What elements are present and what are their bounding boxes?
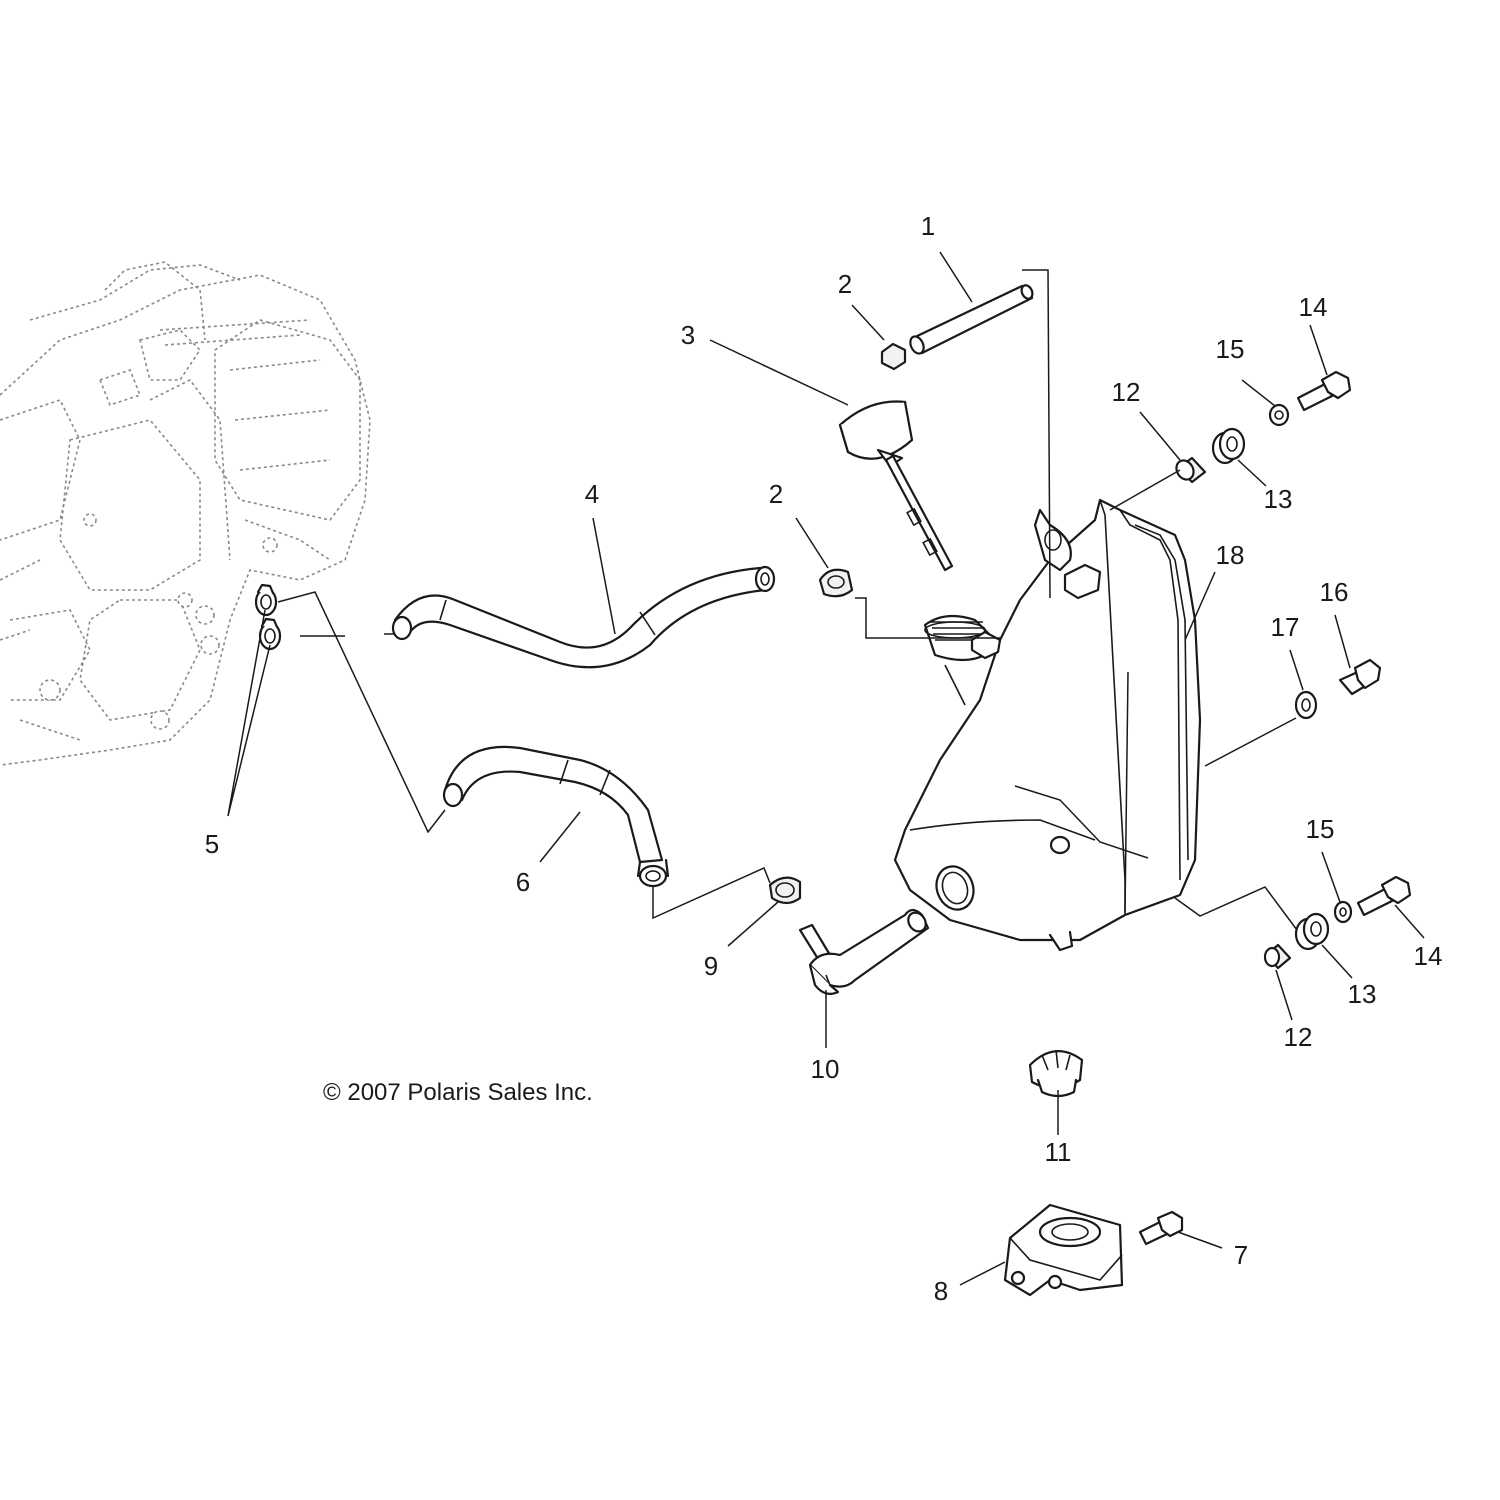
dipstick-3	[838, 400, 954, 572]
callout-10: 10	[811, 1054, 840, 1084]
callout-2-top: 2	[838, 269, 852, 299]
callout-15-top: 15	[1216, 334, 1245, 364]
hose-clamp-5a	[254, 583, 278, 617]
callout-8: 8	[934, 1276, 948, 1306]
callout-13-bottom: 13	[1348, 979, 1377, 1009]
hose-4	[391, 565, 776, 669]
leader-lines	[227, 251, 1425, 1286]
callout-11: 11	[1045, 1137, 1072, 1167]
clamp-2b	[818, 568, 854, 598]
drain-plug-16	[1338, 658, 1382, 696]
callout-9: 9	[704, 951, 718, 981]
hose-6	[442, 745, 670, 888]
callout-12-bottom: 12	[1284, 1022, 1313, 1052]
sleeve-12b	[1263, 943, 1292, 970]
bolt-14a	[1296, 370, 1352, 412]
drain-cap-11	[1028, 1049, 1084, 1098]
callout-18: 18	[1216, 540, 1245, 570]
clamp-9	[768, 876, 802, 905]
callout-6: 6	[516, 867, 530, 897]
callout-4: 4	[585, 479, 599, 509]
callout-1: 1	[921, 211, 935, 241]
callout-16: 16	[1320, 577, 1349, 607]
grommet-13a	[1211, 427, 1246, 465]
elbow-fitting-10	[798, 908, 930, 995]
washer-17	[1294, 690, 1318, 720]
bracket-8	[1003, 1203, 1124, 1297]
callout-17: 17	[1271, 612, 1300, 642]
callout-5: 5	[205, 829, 219, 859]
callout-labels: 1 2 3 4 2 5 6 7 8 9 10 11 12 12 13 13 14…	[205, 211, 1443, 1306]
bolt-7	[1138, 1210, 1184, 1246]
callout-14-top: 14	[1299, 292, 1328, 322]
washer-15a	[1268, 403, 1290, 427]
grommet-13b	[1294, 912, 1330, 951]
callout-7: 7	[1234, 1240, 1248, 1270]
callout-2-middle: 2	[769, 479, 783, 509]
callout-3: 3	[681, 320, 695, 350]
copyright-notice: © 2007 Polaris Sales Inc.	[323, 1079, 593, 1106]
oil-tank-18	[893, 498, 1202, 952]
sleeve-12a	[1175, 456, 1207, 484]
bolt-14b	[1356, 875, 1412, 917]
callout-14-bottom: 14	[1414, 941, 1443, 971]
engine-outline	[0, 261, 371, 766]
callout-13-top: 13	[1264, 484, 1293, 514]
callout-12-top: 12	[1112, 377, 1141, 407]
clamp-2a	[880, 342, 907, 371]
callout-15-bottom: 15	[1306, 814, 1335, 844]
vent-hose-1	[909, 284, 1034, 355]
washer-15b	[1333, 900, 1353, 924]
